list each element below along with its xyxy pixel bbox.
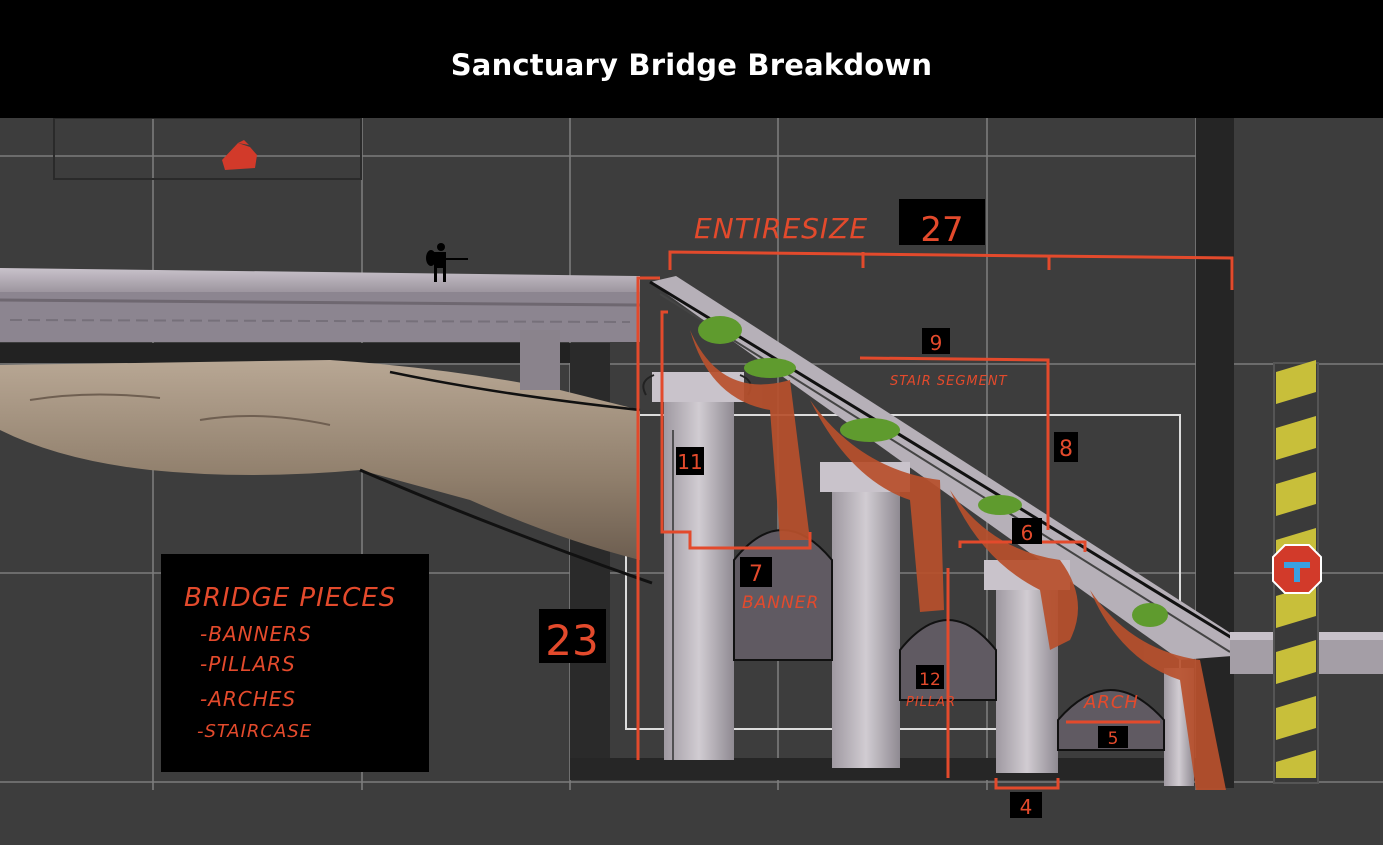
height-box: [539, 609, 606, 663]
camera-bounds: [625, 414, 1181, 730]
pillar-top-box: [676, 447, 704, 475]
entire-size-value: 27: [920, 210, 963, 250]
level-editor-canvas[interactable]: ENTIRESIZE 27 23 9 STAIR SEGMENT 8 11 7 …: [0, 118, 1383, 845]
legend-item-banners: -BANNERS: [200, 622, 312, 646]
legend-item-pillars: -PILLARS: [200, 652, 296, 676]
camera-icon[interactable]: [222, 140, 257, 170]
banner-value: 7: [749, 562, 763, 587]
moss-foliage: [698, 316, 1168, 627]
pillar-2: [820, 462, 910, 768]
entire-size-label: ENTIRESIZE: [694, 212, 868, 245]
pillar-width-box: [1010, 792, 1042, 818]
legend-item-staircase: -STAIRCASE: [197, 721, 312, 742]
arches: [733, 529, 1165, 751]
upper-bridge-deck: [0, 268, 641, 390]
dark-floor: [570, 758, 1230, 780]
pillar-box: [916, 665, 944, 689]
legend-item-arches: -ARCHES: [200, 687, 296, 711]
page-title: Sanctuary Bridge Breakdown: [450, 48, 933, 82]
header-bar: Sanctuary Bridge Breakdown: [0, 0, 1383, 118]
height-value: 23: [545, 616, 598, 665]
arch-box: [1098, 726, 1128, 748]
dark-ledge: [0, 343, 610, 363]
pillar-width-value: 4: [1020, 795, 1033, 819]
pillar-value: 12: [919, 670, 941, 690]
level-scene: ENTIRESIZE 27 23 9 STAIR SEGMENT 8 11 7 …: [0, 118, 1383, 845]
player-silhouette[interactable]: [426, 243, 468, 282]
arch-value: 5: [1108, 729, 1119, 749]
pillar-label: PILLAR: [906, 695, 956, 710]
pillar-top-value: 11: [677, 450, 702, 474]
entire-size-box: [899, 199, 985, 245]
banners: [690, 330, 1226, 790]
stair-height-box: [1054, 432, 1078, 462]
checkpoint-icon[interactable]: [1272, 544, 1322, 594]
stair-segment-label: STAIR SEGMENT: [890, 374, 1008, 389]
banner-label: BANNER: [742, 593, 819, 613]
stair-segment-box: [922, 328, 950, 354]
staircase-ramp: [649, 276, 1233, 660]
stair-height-value: 8: [1059, 437, 1073, 462]
dimension-lines: [636, 250, 1234, 790]
bridge-pieces-legend: BRIDGE PIECES -BANNERS -PILLARS -ARCHES …: [161, 554, 429, 772]
camera-frame[interactable]: [53, 118, 362, 180]
arch-label: ARCH: [1083, 692, 1139, 713]
arch-top-box: [1012, 518, 1042, 544]
banner-box: [740, 557, 772, 587]
stair-segment-value: 9: [930, 331, 943, 355]
legend-title: BRIDGE PIECES: [184, 583, 396, 613]
arch-top-value: 6: [1021, 521, 1034, 545]
